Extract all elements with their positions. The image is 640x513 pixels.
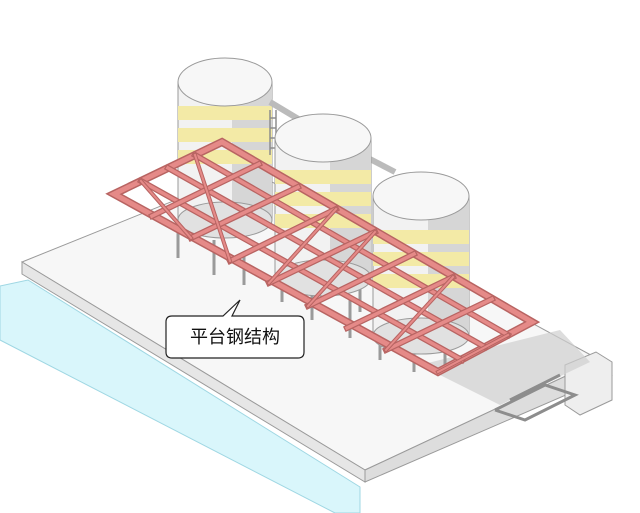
connecting-pipes: [268, 99, 397, 175]
water-channel: [0, 279, 361, 513]
callout-box: 平台钢结构: [165, 299, 305, 359]
platform-shadow: [420, 330, 590, 405]
steel-platform-frame: [105, 137, 541, 377]
callout-label: 平台钢结构: [190, 327, 280, 348]
shadow-struts: [494, 373, 579, 422]
